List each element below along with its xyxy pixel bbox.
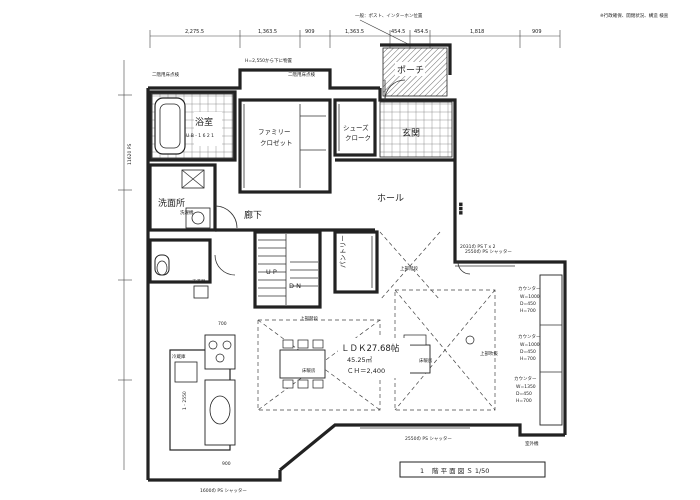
bath-label: 浴室 <box>195 116 213 128</box>
porch-label: ポーチ <box>397 65 424 76</box>
pantry-label: パントリー <box>339 235 347 268</box>
top-dim-1: 2,275.5 <box>185 29 204 35</box>
bath-spec: U B - 1 6 2 1 <box>186 133 214 139</box>
dining-table <box>279 349 326 379</box>
stairs: U P D N 上部階段 <box>253 230 322 322</box>
hall-area: ホール ■■■ <box>335 158 464 215</box>
stair-dn-label: D N <box>289 282 301 290</box>
svg-text:W=1350: W=1350 <box>516 384 536 390</box>
exterior-walls <box>146 43 567 482</box>
refrigerator <box>174 361 198 383</box>
shoes-closet-line2: クローク <box>345 134 371 142</box>
toilet-basin-label: 手洗器 <box>192 278 206 285</box>
outdoor-unit-label: 室外機 <box>525 440 539 447</box>
upper-hall-label: 上部吹抜 <box>480 350 498 357</box>
title-text: 階 平 面 図 Ｓ 1/50 <box>432 466 489 475</box>
counter-mid-spec: カウンター W=1000 D=450 H=700 <box>518 333 541 362</box>
svg-text:カウンター: カウンター <box>514 375 537 382</box>
bath-room: 浴室 U B - 1 6 2 1 二階用床点検 <box>148 71 237 162</box>
washroom-label: 洗面所 <box>158 197 185 209</box>
family-closet: ファミリー クロゼット H=2,550から下に物置 二階用床点検 <box>238 57 332 194</box>
top-dim-7: 1,818 <box>470 29 484 35</box>
floor-heat-right: 床暖房 <box>419 357 433 364</box>
svg-text:D=450: D=450 <box>520 349 536 355</box>
svg-text:W=1000: W=1000 <box>520 342 540 348</box>
window-right-label: 2550の PS シャッター <box>465 248 512 255</box>
hanger-note: H=2,550から下に物置 <box>245 57 293 64</box>
upper-stair-label: 上部階段 <box>300 315 318 322</box>
window-marks: 2550の PS シャッター 2031の PS T x 2 2550の PS シ… <box>200 244 515 494</box>
svg-text:カウンター: カウンター <box>518 333 541 340</box>
ldk: 床暖房 床暖房 ＬＤＫ27.68帖 45.25㎡ ＣＨ＝2,400 上部吹抜 <box>257 231 498 411</box>
wash-machine <box>185 207 211 229</box>
corridor-label: 廊下 <box>244 209 262 221</box>
top-note-center: 一般：ポスト、インターホン位置 <box>355 12 423 19</box>
shoes-closet: シューズ クローク <box>333 98 377 157</box>
top-dimension-lines: 2,275.5 1,363.5 909 1,363.5 454.5 454.5 … <box>149 12 669 48</box>
counter-bot-spec: カウンター W=1350 D=450 H=700 <box>514 375 537 404</box>
svg-text:H=700: H=700 <box>520 308 536 314</box>
svg-text:H=700: H=700 <box>516 398 532 404</box>
family-closet-line2: クロゼット <box>260 138 293 147</box>
svg-text:W=1000: W=1000 <box>520 294 540 300</box>
stair-up-label: U P <box>266 268 277 276</box>
ldk-ceiling-height: ＣＨ＝2,400 <box>347 367 385 375</box>
family-closet-line1: ファミリー <box>258 128 291 136</box>
svg-text:D=450: D=450 <box>520 301 536 307</box>
top-dim-6: 454.5 <box>414 29 428 35</box>
shutter-bottom-right: 2550の PS シャッター <box>405 435 452 442</box>
shelf-900: 900 <box>222 461 231 467</box>
toilet-room: 手洗器 <box>148 238 212 299</box>
svg-text:カウンター: カウンター <box>518 285 541 292</box>
corridor: 廊下 <box>214 205 375 276</box>
sink <box>209 395 231 425</box>
hall-window: ■■■ <box>459 202 464 215</box>
svg-text:D=450: D=450 <box>516 391 532 397</box>
left-dim-text: 11620 PS <box>127 144 133 165</box>
top-note-right: ※行政確保、開閉状況、構造 検査 <box>600 12 669 19</box>
stair-treads <box>258 234 318 305</box>
shutter-bottom-left: 1600の PS シャッター <box>200 487 247 494</box>
kitchen-dim-label: 1 - 2550 <box>182 391 188 410</box>
entrance-porch: 玄関 ポーチ <box>379 47 453 158</box>
top-dim-2: 1,363.5 <box>258 29 277 35</box>
counters-right: カウンター W=1000 D=450 H=700 カウンター W=1000 D=… <box>514 274 563 447</box>
counter-top-spec: カウンター W=1000 D=450 H=700 <box>518 285 541 314</box>
refrigerator-label: 冷蔵庫 <box>172 353 186 360</box>
bathtub <box>154 97 186 155</box>
cabinet1-label: 二階用床点検 <box>152 71 179 78</box>
top-dim-8: 909 <box>532 29 542 35</box>
shelf-700: 700 <box>218 321 227 327</box>
ldk-label: ＬＤＫ27.68帖 <box>341 343 400 354</box>
title-number: 1 <box>420 467 424 475</box>
top-dim-5: 454.5 <box>391 29 405 35</box>
kitchen: 冷蔵庫 1 - 2550 700 <box>169 321 236 451</box>
dining-chairs <box>282 339 324 389</box>
wash-machine-label: 洗濯機 <box>180 209 194 216</box>
stove <box>204 334 236 370</box>
top-dim-4: 1,363.5 <box>345 29 364 35</box>
shoes-closet-line1: シューズ <box>343 123 369 132</box>
washroom: 洗面所 洗濯機 <box>148 163 217 232</box>
top-dim-3: 909 <box>305 29 315 35</box>
pantry: パントリー 上部階段 <box>333 230 418 294</box>
ldk-area: 45.25㎡ <box>347 355 373 364</box>
window-right-tx: 2031の PS T x 2 <box>460 244 496 250</box>
title-block: 1 階 平 面 図 Ｓ 1/50 <box>399 461 546 478</box>
cabinet2-label: 二階用床点検 <box>288 71 315 78</box>
left-dimension-lines: 11620 PS <box>118 60 133 470</box>
upper-stair2-label: 上部階段 <box>400 265 418 272</box>
entrance-label: 玄関 <box>402 127 420 139</box>
svg-text:H=700: H=700 <box>520 356 536 362</box>
hall-label: ホール <box>377 193 404 204</box>
floor-heat-left: 床暖房 <box>302 367 316 374</box>
